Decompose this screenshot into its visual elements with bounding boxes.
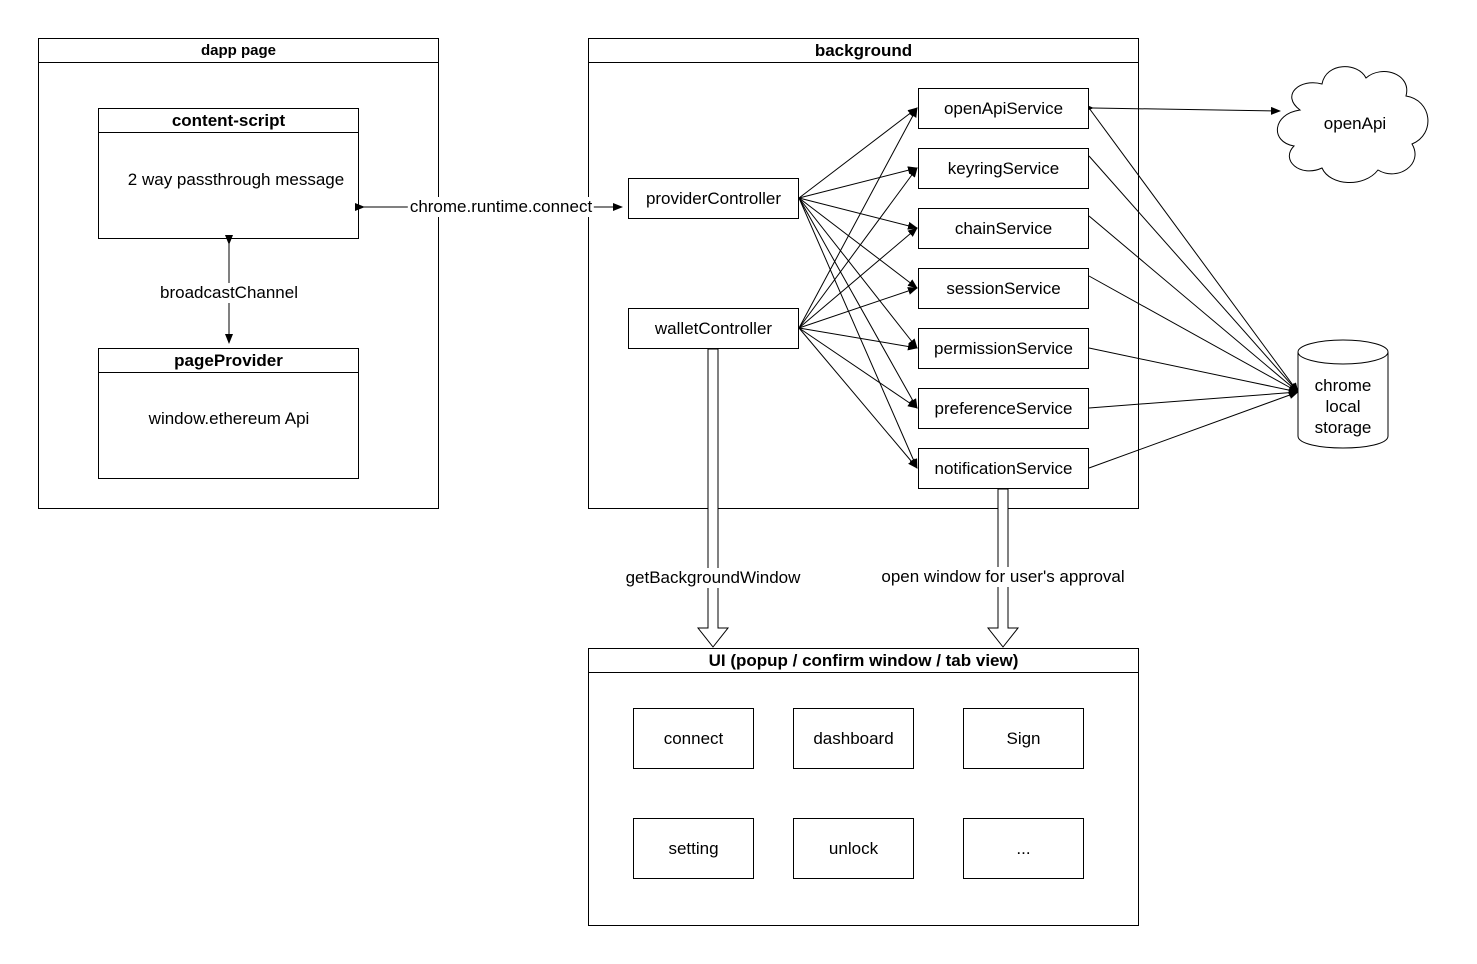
ui-item-unlock: unlock: [793, 818, 914, 879]
runtime-connect-label: chrome.runtime.connect: [407, 197, 595, 217]
content-script-body: 2 way passthrough message: [127, 170, 345, 189]
background-title: background: [589, 39, 1138, 63]
ui-container: UI (popup / confirm window / tab view): [588, 648, 1139, 926]
open-api-label: openApi: [1323, 114, 1387, 133]
page-provider-box: pageProvider window.ethereum Api: [98, 348, 359, 479]
page-provider-body: window.ethereum Api: [148, 409, 310, 428]
keyring-service-node: keyringService: [918, 148, 1089, 189]
content-script-title: content-script: [99, 109, 358, 133]
storage-label-line3: storage: [1314, 418, 1372, 437]
content-script-box: content-script 2 way passthrough message: [98, 108, 359, 239]
preference-service-node: preferenceService: [918, 388, 1089, 429]
page-provider-title: pageProvider: [99, 349, 358, 373]
chain-service-node: chainService: [918, 208, 1089, 249]
storage-label-line1: chrome: [1314, 376, 1372, 395]
provider-controller-node: providerController: [628, 178, 799, 219]
session-service-node: sessionService: [918, 268, 1089, 309]
ui-item-more: ...: [963, 818, 1084, 879]
storage-cylinder-top: [1297, 339, 1389, 365]
ui-item-sign: Sign: [963, 708, 1084, 769]
dapp-page-title: dapp page: [39, 39, 438, 63]
storage-label-line2: local: [1325, 397, 1361, 416]
permission-service-node: permissionService: [918, 328, 1089, 369]
ui-item-setting: setting: [633, 818, 754, 879]
get-background-window-label: getBackgroundWindow: [623, 568, 803, 588]
ui-item-dashboard: dashboard: [793, 708, 914, 769]
ui-title: UI (popup / confirm window / tab view): [589, 649, 1138, 673]
ui-item-connect: connect: [633, 708, 754, 769]
broadcast-channel-label: broadcastChannel: [158, 283, 300, 303]
open-api-service-node: openApiService: [918, 88, 1089, 129]
wallet-controller-node: walletController: [628, 308, 799, 349]
open-window-label: open window for user's approval: [879, 567, 1127, 587]
notification-service-node: notificationService: [918, 448, 1089, 489]
